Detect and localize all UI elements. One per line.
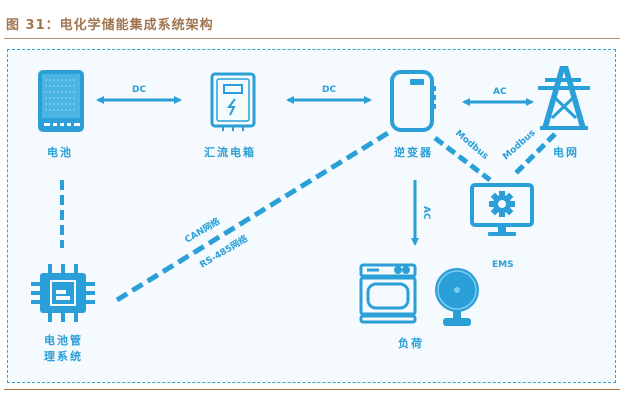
bottom-divider [4, 389, 620, 390]
appliance-icon [359, 263, 479, 326]
ac-label-grid: AC [493, 87, 507, 97]
rs485-network-label: RS-485网络 [197, 233, 249, 271]
combiner-box-label: 汇流电箱 [204, 145, 256, 159]
grid-label: 电网 [553, 145, 579, 159]
chip-icon [31, 264, 95, 322]
modbus-line-inverter-ems [433, 136, 492, 182]
dc-label-1: DC [132, 85, 146, 95]
battery-label: 电池 [47, 145, 73, 159]
inverter-label: 逆变器 [394, 145, 433, 159]
combiner-box-icon [210, 72, 256, 131]
battery-icon [38, 70, 84, 132]
washing-machine-icon [359, 263, 417, 324]
fan-icon [435, 268, 479, 326]
monitor-gear-icon [470, 183, 534, 236]
figure-title: 图 31：电化学储能集成系统架构 [6, 18, 214, 33]
gear-icon [489, 191, 515, 217]
bms-label-line1: 电池管 [44, 333, 83, 347]
power-tower-icon [538, 66, 590, 130]
load-label: 负荷 [398, 336, 424, 350]
ems-label: EMS [492, 260, 514, 270]
dc-label-2: DC [322, 85, 336, 95]
bms-label-line2: 理系统 [44, 349, 83, 363]
title-divider [4, 38, 620, 39]
inverter-icon [390, 70, 436, 132]
modbus-line-grid-ems [511, 132, 557, 178]
ac-label-load: AC [421, 206, 431, 220]
